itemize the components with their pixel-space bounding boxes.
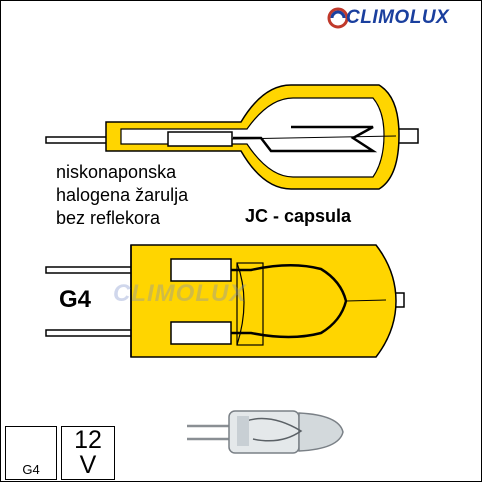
lamp-description: niskonaponska halogena žarulja bez refle… <box>56 161 226 230</box>
description-line-3: bez reflekora <box>56 208 161 228</box>
base-type-label: G4 <box>59 286 92 313</box>
description-line-1: niskonaponska <box>56 162 177 182</box>
base-type-box: G4 <box>5 426 57 480</box>
capsule-diagram <box>45 84 419 190</box>
bulb-photo <box>187 410 344 454</box>
base-type-box-label: G4 <box>22 462 40 477</box>
description-line-2: halogena žarulja <box>56 185 189 205</box>
brand-logo-icon <box>327 7 349 29</box>
capsule-caption: JC - capsula <box>245 206 352 226</box>
base-diagram <box>45 244 405 358</box>
voltage-unit: V <box>79 451 97 479</box>
voltage-value: 12 <box>74 426 102 454</box>
brand-name: CLIMOLUX <box>346 7 450 28</box>
voltage-box: 12 V <box>61 426 115 480</box>
watermark: CLIMOLUX <box>113 280 247 307</box>
